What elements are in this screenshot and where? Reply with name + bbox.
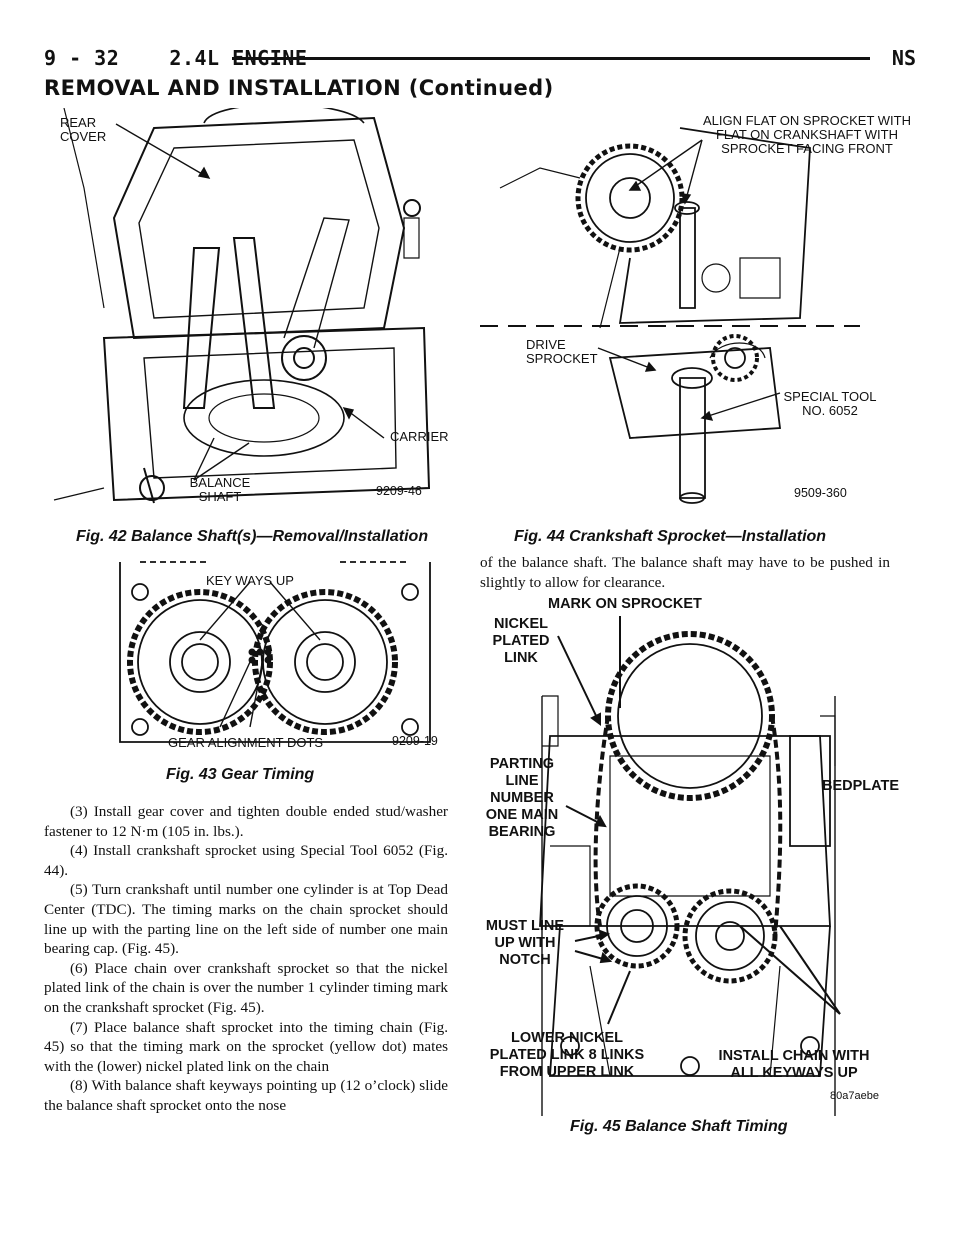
body-steps: (3) Install gear cover and tighten doubl… (44, 802, 448, 1116)
fig45-callout-install-chain: INSTALL CHAIN WITH ALL KEYWAYS UP (718, 1048, 870, 1081)
fig42-number: 9209-46 (376, 484, 422, 498)
balance-shaft-drawing (53, 108, 431, 504)
fig44-callout-align-flat: ALIGN FLAT ON SPROCKET WITH FLAT ON CRAN… (702, 113, 912, 156)
fig43-callout-keyways-up: KEY WAYS UP (206, 573, 294, 588)
step-6: (6) Place chain over crankshaft sprocket… (44, 959, 448, 1016)
fig43-callout-gear-alignment-dots: GEAR ALIGNMENT DOTS (168, 735, 324, 750)
fig42-callout-balance-shaft: BALANCE SHAFT (189, 475, 251, 504)
step-7: (7) Place balance shaft sprocket into th… (44, 1018, 448, 1075)
fig45-callout-bedplate: BEDPLATE (822, 778, 900, 794)
fig45-number: 80a7aebe (830, 1090, 879, 1102)
step-5: (5) Turn crankshaft until number one cyl… (44, 881, 448, 958)
fig45-illustration (480, 596, 900, 1116)
fig42-callout-carrier: CARRIER (390, 429, 449, 444)
fig45-caption: Fig. 45 Balance Shaft Timing (570, 1118, 788, 1135)
step-4: (4) Install crankshaft sprocket using Sp… (44, 842, 448, 879)
model-code: NS (891, 46, 916, 70)
fig45-callout-nickel-plated-link: NICKEL PLATED LINK (492, 616, 550, 666)
crankshaft-sprocket-drawing (480, 127, 860, 504)
fig45-callout-mark-on-sprocket: MARK ON SPROCKET (548, 596, 702, 612)
balance-shaft-timing-drawing (539, 616, 841, 1116)
fig45-callout-lower-nickel: LOWER NICKEL PLATED LINK 8 LINKS FROM UP… (489, 1030, 645, 1080)
header-rule (232, 57, 870, 60)
fig42-illustration (44, 108, 454, 516)
fig44-number: 9509-360 (794, 486, 847, 500)
fig44-illustration (480, 108, 880, 508)
step-8: (8) With balance shaft keyways pointing … (44, 1077, 448, 1114)
fig45-callout-parting-line: PARTING LINE NUMBER ONE MAIN BEARING (485, 756, 559, 840)
fig44-callout-drive-sprocket: DRIVE SPROCKET (526, 337, 598, 366)
fig44-callout-special-tool: SPECIAL TOOL NO. 6052 (783, 389, 877, 418)
fig42-caption: Fig. 42 Balance Shaft(s)—Removal/Install… (76, 528, 429, 545)
continued-text: of the balance shaft. The balance shaft … (480, 554, 890, 591)
fig45-callout-must-line-up: MUST LINE UP WITH NOTCH (485, 918, 565, 968)
gear-timing-drawing (119, 561, 431, 743)
section-title: REMOVAL AND INSTALLATION (Continued) (44, 76, 554, 100)
fig43-illustration (110, 552, 440, 752)
fig42-callout-rear-cover: REAR COVER (60, 115, 107, 144)
step-3: (3) Install gear cover and tighten doubl… (44, 803, 448, 840)
fig43-number: 9209-19 (392, 734, 438, 748)
fig43-caption: Fig. 43 Gear Timing (166, 766, 315, 783)
fig44-caption: Fig. 44 Crankshaft Sprocket—Installation (514, 528, 827, 545)
